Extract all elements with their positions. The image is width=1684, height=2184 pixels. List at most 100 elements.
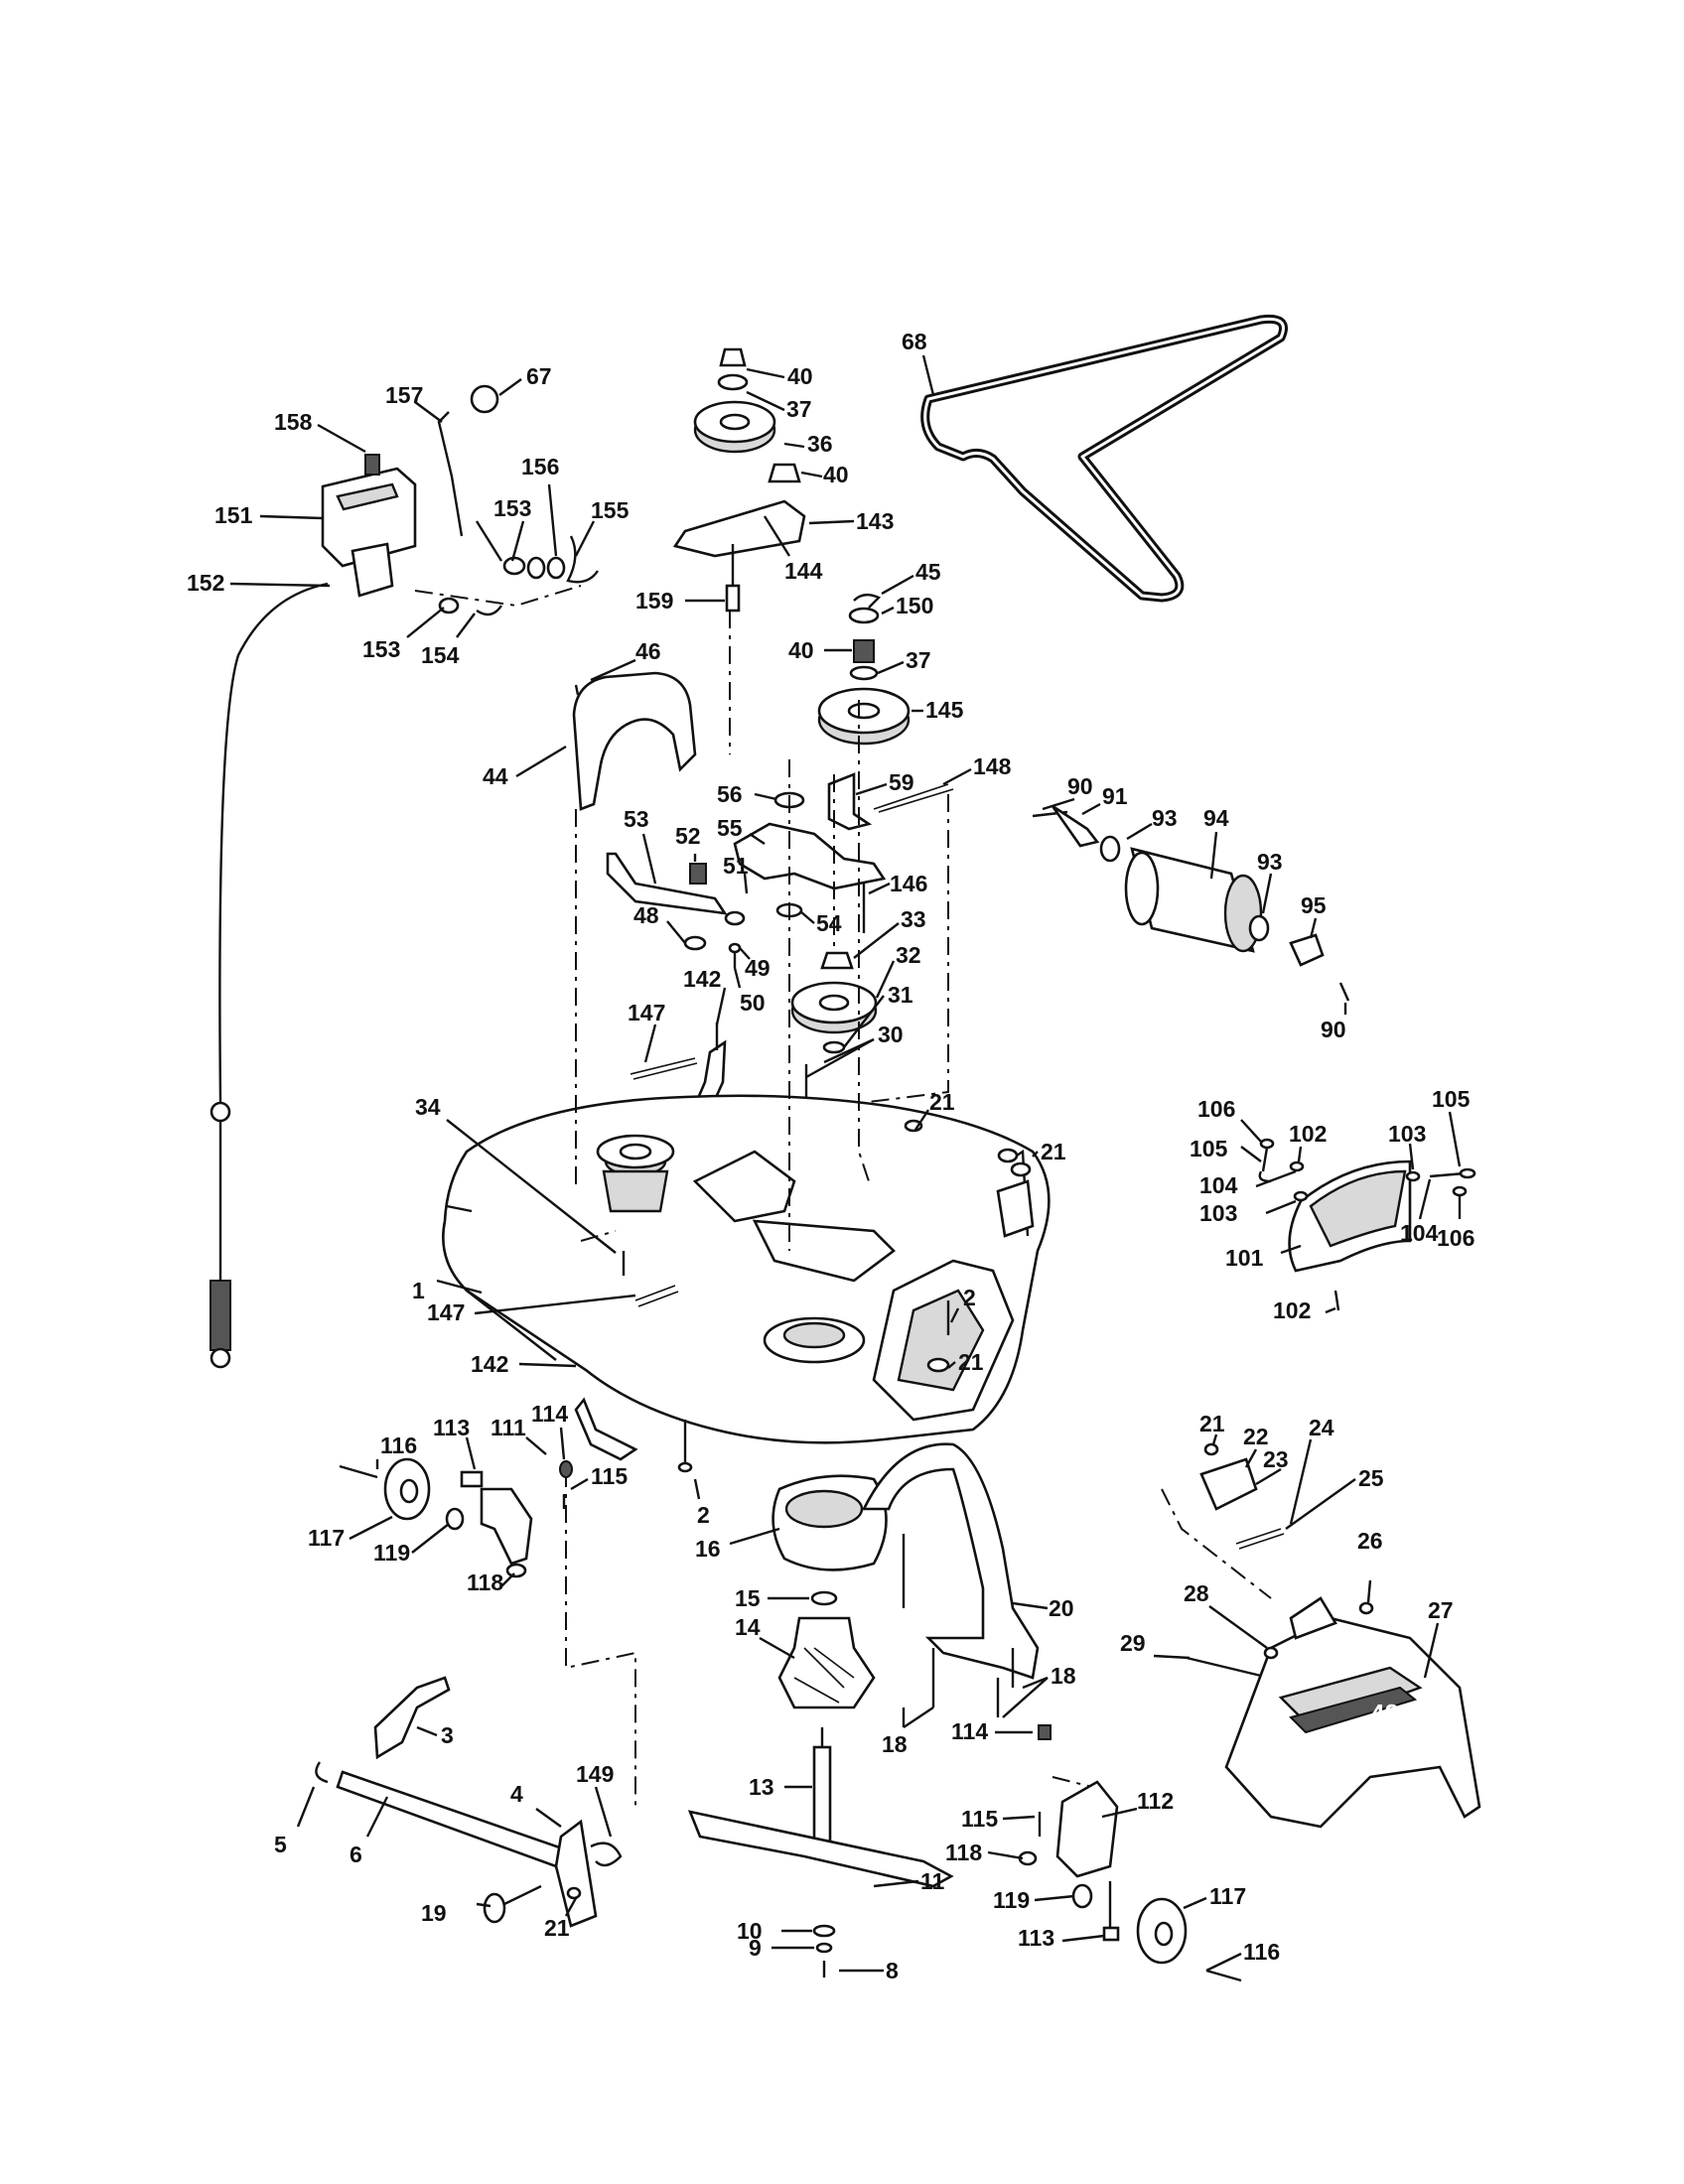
callout-152: 152 (187, 570, 224, 596)
callout-labels: 1 2 2 3 4 5 6 8 9 10 11 13 14 15 16 18 (187, 329, 1474, 1983)
callout-111: 111 (491, 1415, 526, 1440)
callout-26: 26 (1357, 1528, 1383, 1554)
callout-104: 104 (1199, 1172, 1238, 1198)
callout-159: 159 (635, 588, 673, 614)
callout-25: 25 (1358, 1465, 1384, 1491)
assembly-lines (565, 611, 1272, 1847)
callout-51: 51 (723, 853, 749, 879)
callout-95: 95 (1301, 892, 1327, 918)
idler-arm-assembly (606, 772, 954, 968)
callout-113: 113 (1018, 1925, 1054, 1951)
callout-105: 105 (1190, 1136, 1228, 1161)
callout-153: 153 (362, 636, 400, 662)
callout-32: 32 (896, 942, 921, 968)
callout-117: 117 (308, 1525, 345, 1551)
callout-19: 19 (421, 1900, 447, 1926)
callout-113: 113 (433, 1415, 470, 1440)
callout-151: 151 (214, 502, 253, 528)
callout-112: 112 (1137, 1788, 1174, 1814)
callout-13: 13 (749, 1774, 774, 1800)
callout-115: 115 (961, 1806, 998, 1832)
callout-44: 44 (483, 763, 508, 789)
callout-22: 22 (1243, 1424, 1269, 1449)
callout-114: 114 (951, 1718, 988, 1744)
callout-146: 146 (890, 871, 927, 896)
blade-spindle-assembly (687, 1474, 954, 1978)
callout-28: 28 (1184, 1580, 1209, 1606)
callout-3: 3 (441, 1722, 454, 1748)
callout-9: 9 (749, 1935, 762, 1961)
callout-153: 153 (493, 495, 531, 521)
callout-118: 118 (467, 1570, 503, 1595)
callout-142: 142 (471, 1351, 508, 1377)
callout-30: 30 (878, 1022, 904, 1047)
callout-103: 103 (1388, 1121, 1426, 1147)
callout-50: 50 (740, 990, 766, 1016)
callout-55: 55 (717, 815, 743, 841)
drive-belt (920, 314, 1288, 603)
callout-104: 104 (1400, 1220, 1439, 1246)
callout-2: 2 (697, 1502, 710, 1528)
callout-119: 119 (373, 1540, 410, 1566)
callout-142: 142 (683, 966, 721, 992)
callout-5: 5 (274, 1832, 287, 1857)
right-gauge-wheel-assembly (1018, 1724, 1242, 1982)
callout-40: 40 (823, 462, 849, 487)
front-hanger-bracket (315, 1676, 623, 1928)
callout-31: 31 (888, 982, 913, 1008)
callout-4: 4 (510, 1781, 523, 1807)
callout-147: 147 (628, 1000, 665, 1025)
callout-29: 29 (1120, 1630, 1146, 1656)
callout-15: 15 (735, 1585, 761, 1611)
callout-56: 56 (717, 781, 743, 807)
callout-106: 106 (1197, 1096, 1235, 1122)
callout-45: 45 (915, 559, 941, 585)
callout-94: 94 (1203, 805, 1229, 831)
callout-157: 157 (385, 382, 423, 408)
callout-1: 1 (412, 1278, 425, 1303)
callout-2: 2 (963, 1285, 976, 1310)
callout-21: 21 (958, 1349, 984, 1375)
callout-117: 117 (1209, 1883, 1246, 1909)
callout-37: 37 (786, 396, 812, 422)
callout-6: 6 (350, 1842, 362, 1867)
callout-149: 149 (576, 1761, 614, 1787)
belt-cover (572, 671, 697, 811)
callout-102: 102 (1289, 1121, 1327, 1147)
callout-147: 147 (427, 1299, 465, 1325)
callout-21: 21 (1041, 1139, 1066, 1164)
callout-21: 21 (1199, 1411, 1225, 1436)
rear-hanger-bracket (861, 1442, 1040, 1717)
center-pulley (790, 951, 878, 1152)
callout-49: 49 (745, 955, 771, 981)
callout-21: 21 (544, 1915, 570, 1941)
callout-105: 105 (1432, 1086, 1471, 1112)
callout-52: 52 (675, 823, 701, 849)
chute-badge: 42 (1370, 1699, 1399, 1728)
callout-115: 115 (591, 1463, 628, 1489)
callout-40: 40 (787, 363, 813, 389)
callout-21: 21 (929, 1089, 955, 1115)
callout-158: 158 (274, 409, 313, 435)
callout-143: 143 (856, 508, 894, 534)
callout-91: 91 (1102, 783, 1128, 809)
callout-16: 16 (695, 1536, 721, 1562)
callout-37: 37 (906, 647, 931, 673)
callout-154: 154 (421, 642, 460, 668)
callout-59: 59 (889, 769, 914, 795)
callout-114: 114 (531, 1401, 568, 1427)
left-gauge-wheel-assembly (339, 1457, 573, 1578)
callout-48: 48 (633, 902, 659, 928)
callout-102: 102 (1273, 1297, 1311, 1323)
callout-46: 46 (635, 638, 661, 664)
callout-93: 93 (1152, 805, 1178, 831)
callout-11: 11 (920, 1868, 945, 1894)
callout-36: 36 (807, 431, 833, 457)
discharge-chute-assembly: 42 (1186, 1442, 1481, 1829)
anti-scalp-roller (1032, 804, 1350, 1002)
callout-40: 40 (788, 637, 814, 663)
callout-54: 54 (816, 910, 842, 936)
callout-34: 34 (415, 1094, 441, 1120)
callout-23: 23 (1263, 1446, 1289, 1472)
callout-156: 156 (521, 454, 559, 479)
